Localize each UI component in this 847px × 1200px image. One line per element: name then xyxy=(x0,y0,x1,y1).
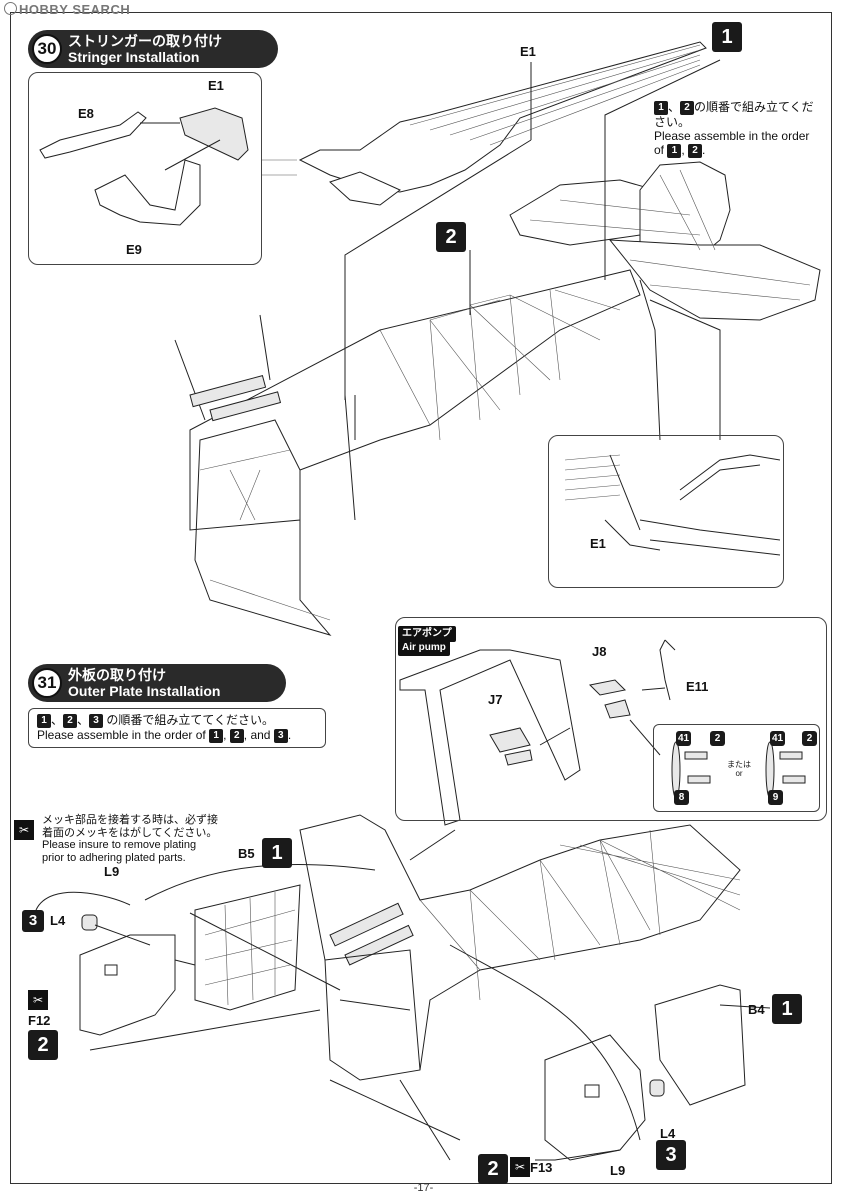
label-l9-top: L9 xyxy=(104,864,120,879)
s31-and: and xyxy=(250,728,271,742)
label-b5: B5 xyxy=(238,846,255,861)
f13-seq-2: 2 xyxy=(478,1154,508,1184)
s31-order-en: Please assemble in the order of xyxy=(37,728,206,742)
order-note-en: Please assemble in the order of xyxy=(654,129,810,157)
plating-note-jp-1: メッキ部品を接着する時は、必ず接 xyxy=(42,814,218,826)
step-30-inset-frame xyxy=(28,72,262,265)
engine-bay-shape xyxy=(194,419,332,636)
air-pump-label-j8: J8 xyxy=(592,644,607,659)
plating-note-en-2: prior to adhering plated parts. xyxy=(42,851,186,864)
part-l4-right-shape xyxy=(649,1079,665,1097)
option-a-8: 8 xyxy=(674,790,689,805)
order-note-jp-tail: の順番で組み立てください。 xyxy=(654,100,814,129)
detail-label-e1: E1 xyxy=(590,536,606,551)
b4-seq-1: 1 xyxy=(772,994,802,1024)
option-or-jp: または xyxy=(727,760,751,769)
step-30-seq-1: 1 xyxy=(712,22,742,52)
step-30-seq-2: 2 xyxy=(436,222,466,252)
step-31-banner: 31 外板の取り付け Outer Plate Installation xyxy=(28,664,286,702)
step-30-detail-frame xyxy=(548,435,784,588)
step-31-title-en: Outer Plate Installation xyxy=(68,683,221,699)
plating-warning-icon: ✂ xyxy=(14,820,34,840)
order-note-sep: 、 xyxy=(668,100,681,114)
option-b-41: 41 xyxy=(770,731,785,746)
page-number: -17- xyxy=(413,1182,434,1194)
order-note-mini-1: 1 xyxy=(654,101,668,115)
air-pump-tag-jp: エアポンプ xyxy=(398,626,456,642)
l4-right-seq-3: 3 xyxy=(656,1140,686,1170)
s31-mini-3: 3 xyxy=(89,714,104,728)
label-l4-left: L4 xyxy=(50,913,66,928)
s31-mini-1: 1 xyxy=(37,714,51,728)
step-30-title-jp: ストリンガーの取り付け xyxy=(68,33,222,49)
plate-b4-shape xyxy=(654,984,746,1106)
l4-seq-3: 3 xyxy=(22,910,44,932)
b5-seq-1: 1 xyxy=(262,838,292,868)
order-note-mini-2: 2 xyxy=(680,101,695,115)
order-note-en-mini-2: 2 xyxy=(688,144,703,158)
air-pump-inset-frame xyxy=(395,617,827,821)
main-label-e1: E1 xyxy=(520,44,536,59)
label-l9-bottom: L9 xyxy=(610,1163,626,1178)
step-30-title-en: Stringer Installation xyxy=(68,49,200,65)
s31-order-jp: の順番で組み立ててください。 xyxy=(106,713,275,727)
f12-plating-icon: ✂ xyxy=(28,990,48,1010)
part-e9-shape xyxy=(94,159,201,226)
part-e11-shape xyxy=(659,639,676,701)
part-l4-left-shape xyxy=(81,914,98,931)
option-b-2: 2 xyxy=(802,731,817,746)
cockpit-frame-inset-shape xyxy=(399,649,581,826)
machine-gun-main-right-shape xyxy=(344,924,414,966)
step-30-banner: 30 ストリンガーの取り付け Stringer Installation xyxy=(28,30,278,68)
step-31-number: 31 xyxy=(32,668,62,698)
inset-label-e1: E1 xyxy=(208,78,224,93)
s31-mini-2: 2 xyxy=(63,714,78,728)
plating-note: メッキ部品を接着する時は、必ず接 着面のメッキをはがしてください。 Please… xyxy=(42,814,218,864)
option-or-en: or xyxy=(735,769,743,778)
page-border xyxy=(10,12,832,1184)
step-30-number: 30 xyxy=(32,34,62,64)
label-l4-right: L4 xyxy=(660,1126,676,1141)
s31-en-mini-1: 1 xyxy=(209,729,224,743)
step-31-order-box: 1、2、3 の順番で組み立ててください。 Please assemble in … xyxy=(28,708,326,748)
plate-f12-shape xyxy=(79,934,176,1036)
f13-plating-icon: ✂ xyxy=(510,1157,530,1177)
air-pump-label-j7: J7 xyxy=(488,692,503,707)
machine-gun-main-left-shape xyxy=(329,902,404,947)
machine-gun-right-shape xyxy=(209,391,282,422)
watermark: HOBBY SEARCH xyxy=(4,2,130,17)
part-j8-shape xyxy=(588,679,627,696)
air-pump-tag-en: Air pump xyxy=(398,640,450,656)
option-a-2: 2 xyxy=(710,731,725,746)
elevator-shape xyxy=(608,239,821,321)
s31-en-mini-2: 2 xyxy=(229,729,244,743)
watermark-text: HOBBY SEARCH xyxy=(19,2,131,17)
inset-label-e9: E9 xyxy=(126,242,142,257)
part-j7-shape xyxy=(489,727,531,753)
air-pump-options-frame xyxy=(653,724,820,812)
label-b4: B4 xyxy=(748,1002,765,1017)
step-31-title-jp: 外板の取り付け xyxy=(68,667,166,683)
hobby-search-logo-icon xyxy=(4,2,17,15)
part-e1-inset-shape xyxy=(179,107,249,161)
s31-en-mini-3: 3 xyxy=(273,729,288,743)
part-e8-shape xyxy=(39,111,147,159)
option-a-41: 41 xyxy=(676,731,691,746)
upper-decking-e1-shape xyxy=(298,41,707,193)
f12-seq-2: 2 xyxy=(28,1030,58,1060)
plating-note-jp-2: 着面のメッキをはがしてください。 xyxy=(42,826,218,839)
plate-b5-shape xyxy=(194,884,301,1011)
plating-note-en-1: Please insure to remove plating xyxy=(42,839,197,851)
option-or: または or xyxy=(727,760,751,778)
label-f13: F13 xyxy=(530,1160,553,1175)
label-f12: F12 xyxy=(28,1013,51,1028)
air-pump-label-e11: E11 xyxy=(686,679,709,694)
order-note-en-mini-1: 1 xyxy=(667,144,682,158)
option-b-9: 9 xyxy=(768,790,783,805)
machine-gun-left-shape xyxy=(189,374,267,408)
inset-label-e8: E8 xyxy=(78,106,94,121)
